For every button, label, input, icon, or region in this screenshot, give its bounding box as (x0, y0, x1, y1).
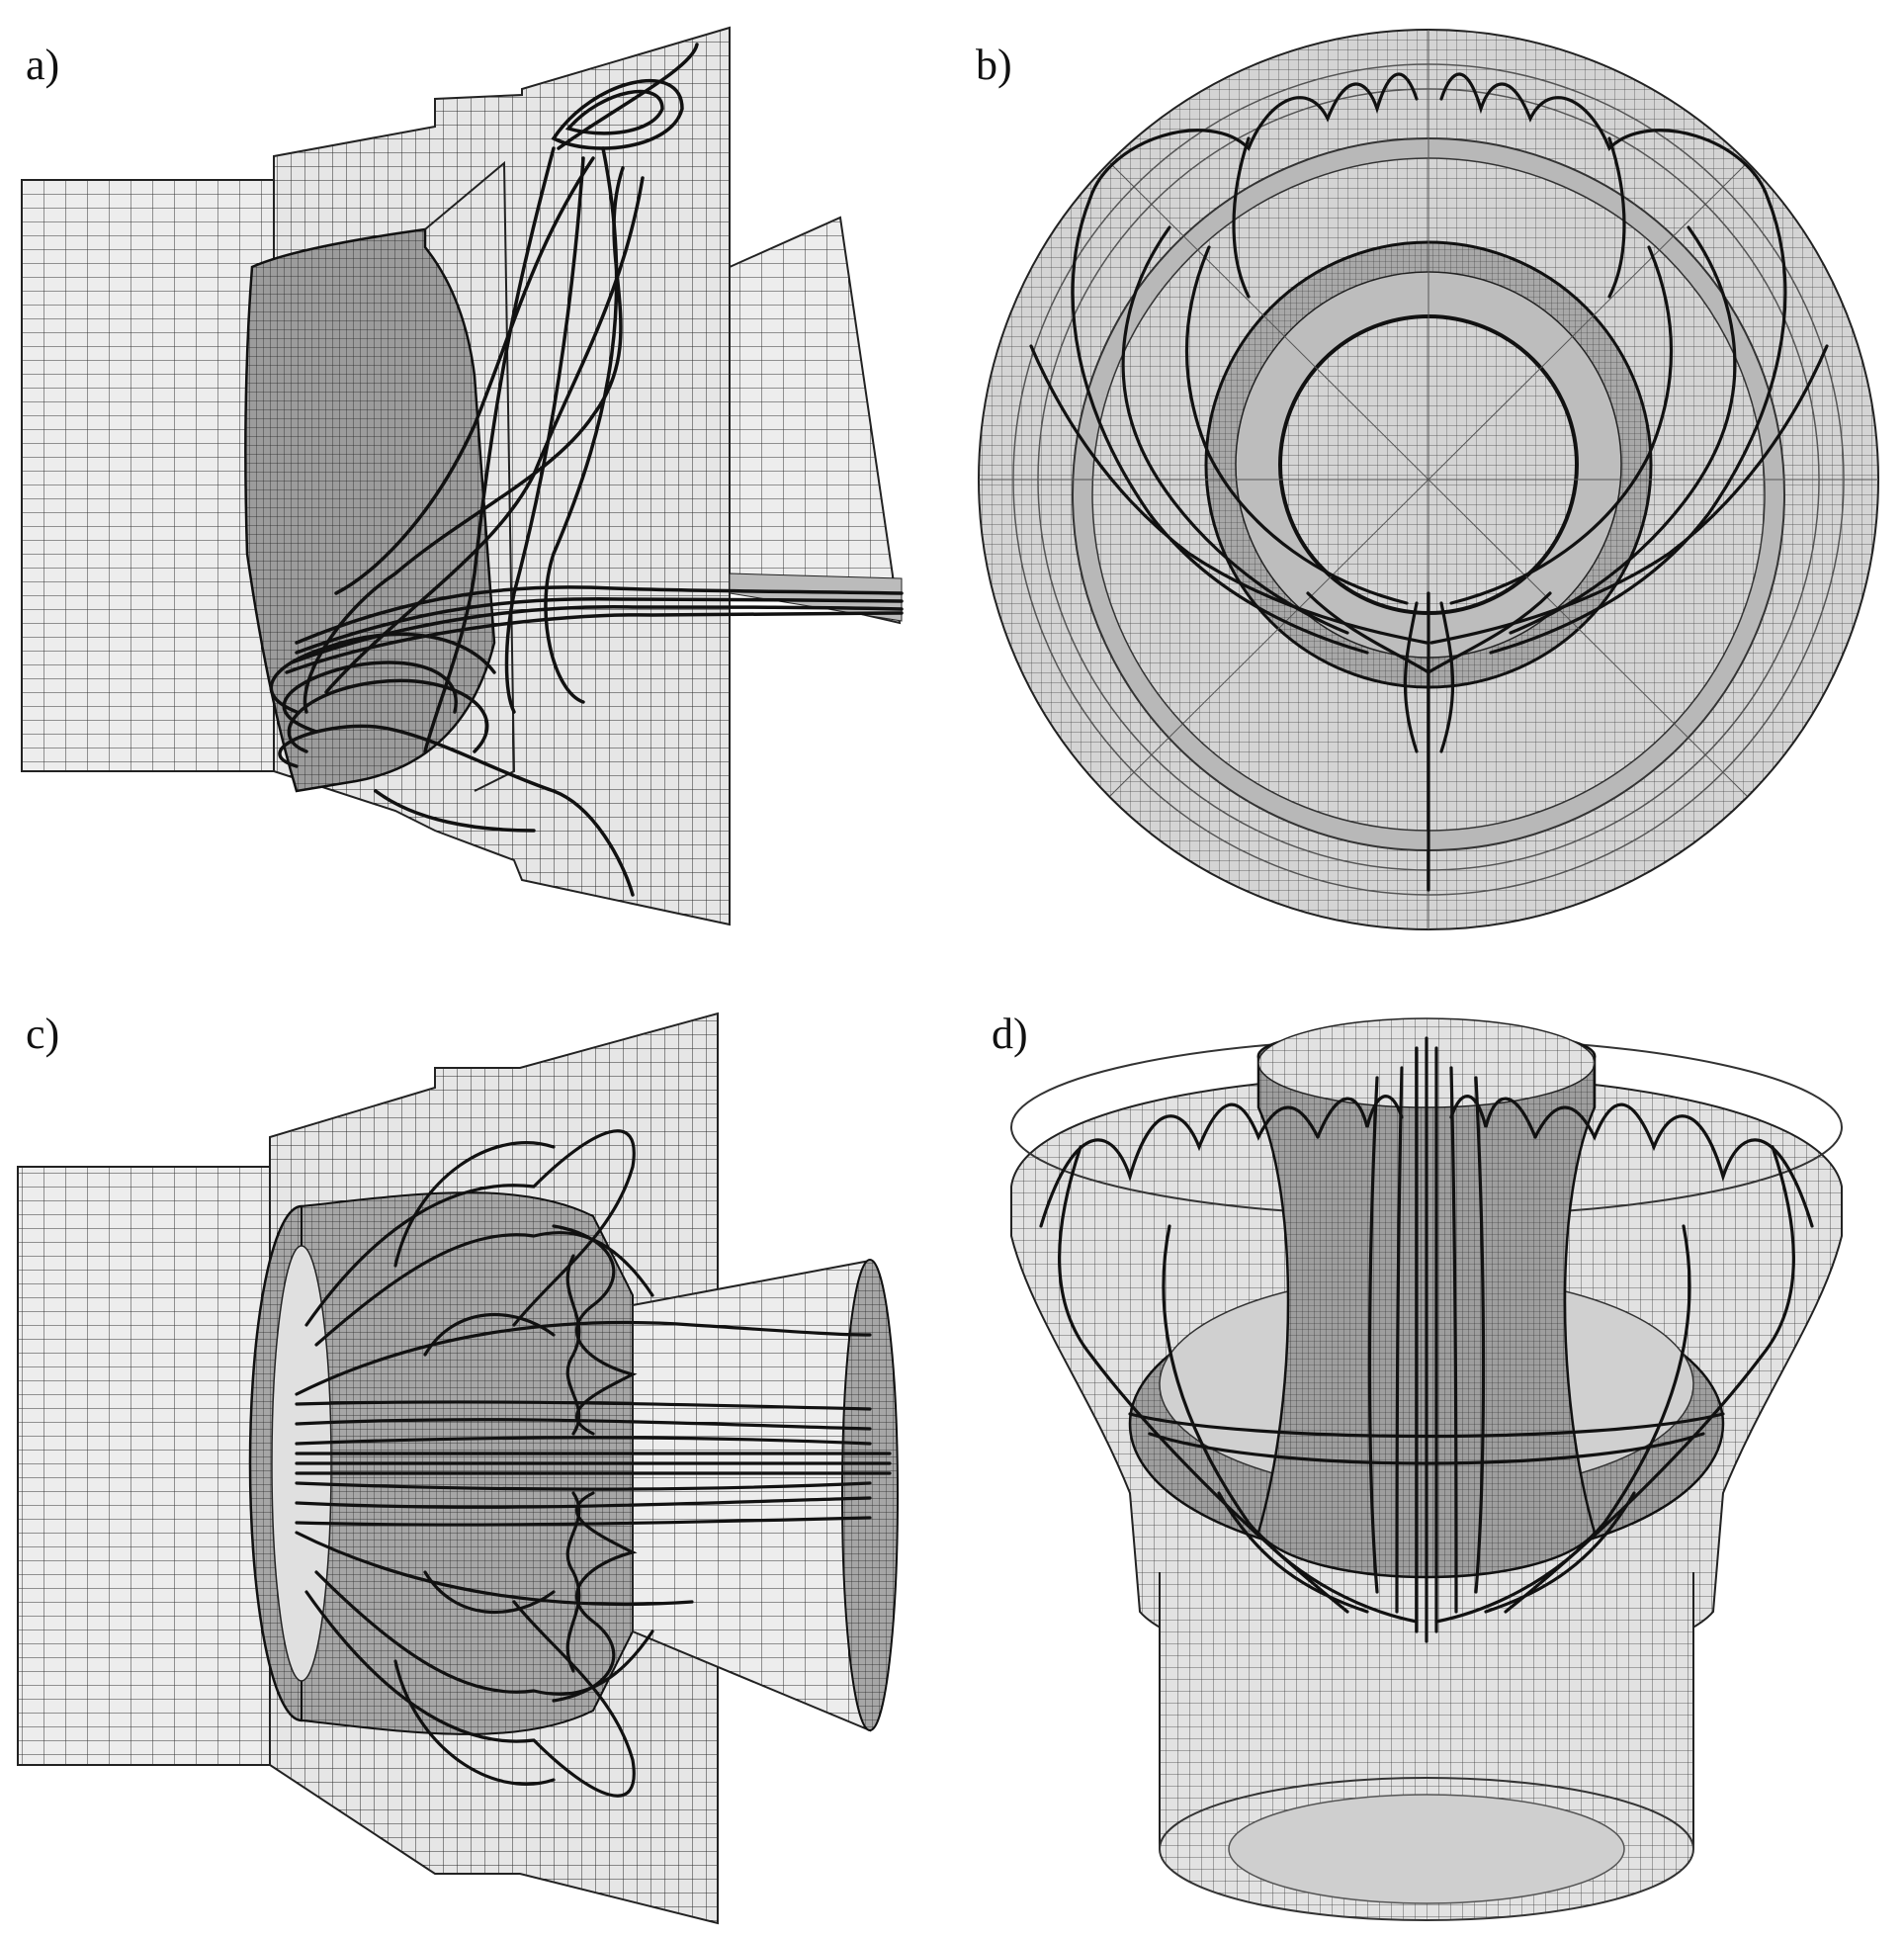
volute-mesh (244, 160, 516, 793)
runner-ring-mesh (1204, 240, 1653, 689)
panel-a-label: a) (26, 41, 60, 89)
panel-c: c) (0, 979, 949, 1938)
panel-d-figure (1010, 1017, 1843, 1921)
panel-a-figure (21, 26, 904, 926)
inlet-pipe-mesh (21, 179, 275, 772)
panel-d-label: d) (992, 1010, 1028, 1058)
panel-c-figure (17, 1012, 899, 1925)
streamlines (295, 1129, 892, 1798)
panel-b-figure (978, 29, 1879, 930)
draft-tube-mesh (1159, 1572, 1694, 1921)
panel-c-label: c) (26, 1010, 60, 1058)
panel-b-label: b) (976, 41, 1012, 89)
outlet-pipe-mesh (729, 216, 903, 625)
panel-d: d) (952, 979, 1904, 1938)
streamlines (269, 43, 904, 897)
streamlines (1029, 72, 1829, 892)
panel-a: a) (0, 0, 949, 939)
outlet-pipe-mesh (632, 1259, 899, 1732)
inlet-pipe-mesh (17, 1166, 271, 1766)
panel-b: b) (952, 0, 1904, 939)
streamlines (1039, 1036, 1814, 1643)
